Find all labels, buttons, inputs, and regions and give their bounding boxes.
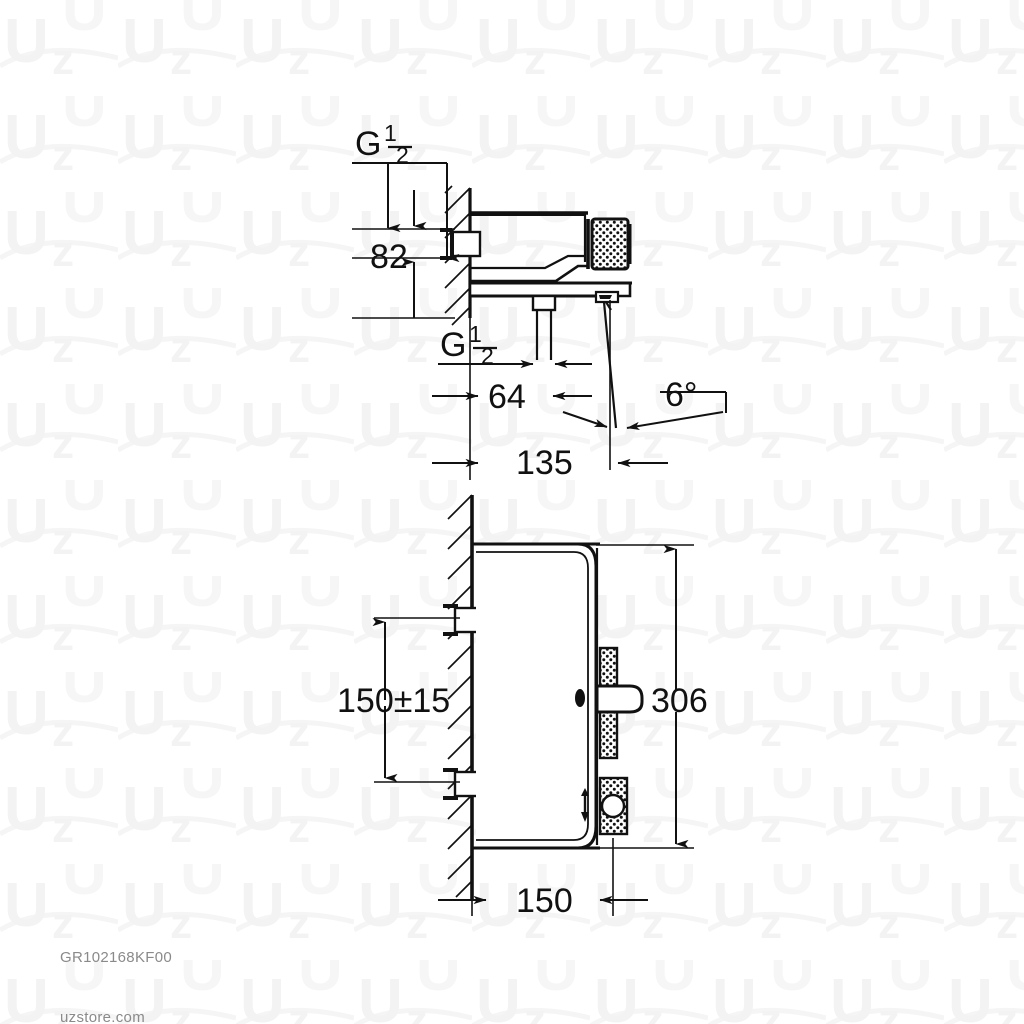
volume-handle-front: [598, 776, 629, 836]
flow-arrow-icon: [581, 788, 589, 822]
footer-block: GR102168KF00 uzstore.com: [60, 908, 172, 1024]
riser-stem-top: [531, 294, 557, 360]
top-view-geometry: [440, 185, 632, 470]
g-frac-num-upper: 1: [384, 120, 397, 146]
g-frac-den-lower: 2: [481, 343, 494, 369]
indicator-nib-front: [575, 689, 585, 707]
dimension-6deg-label: 6°: [665, 376, 698, 414]
g-letter-lower: G: [440, 326, 466, 364]
dimension-64-label: 64: [488, 378, 526, 416]
inlet-connector-upper-front: [443, 604, 483, 636]
g-frac-num-lower: 1: [469, 321, 482, 347]
front-view-dimensions: [372, 544, 694, 916]
dimension-82-label: 82: [370, 238, 408, 276]
dimension-306-label: 306: [651, 682, 708, 720]
g-frac-den-upper: 2: [396, 142, 409, 168]
inlet-connector-lower-front: [443, 768, 483, 800]
dimension-150tol-label: 150±15: [337, 682, 450, 720]
mixer-body-top: [470, 211, 588, 283]
dimension-135-label: 135: [516, 444, 573, 482]
wall-hatching-front: [447, 494, 473, 898]
dimension-g-half-upper: G 1 2: [355, 120, 412, 168]
front-view-geometry: [443, 494, 644, 900]
article-code: GR102168KF00: [60, 949, 173, 966]
temperature-handle-front: [595, 646, 644, 760]
dimension-g-half-lower: G 1 2: [440, 321, 497, 369]
aerator-outlet-top: [586, 217, 632, 271]
dimension-150-label: 150: [516, 882, 573, 920]
g-letter-upper: G: [355, 125, 381, 163]
top-view-dimensions: [352, 162, 727, 480]
handle-lug-top: [594, 290, 620, 311]
store-url: uzstore.com: [60, 1009, 145, 1024]
